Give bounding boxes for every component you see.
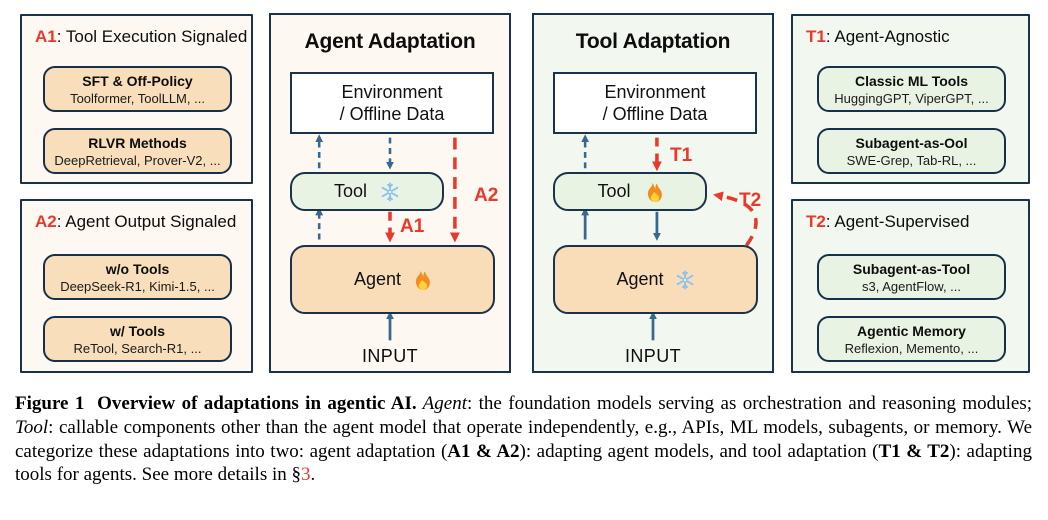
caption-text: . [310, 464, 316, 486]
method-box-examples: HuggingGPT, ViperGPT, ... [834, 91, 989, 106]
arrow-label-a1: A1 [400, 216, 425, 237]
method-box-title: Agentic Memory [857, 323, 966, 339]
method-box-title: SFT & Off-Policy [82, 73, 193, 89]
arrow-label-t2: T2 [739, 190, 762, 211]
caption-bold-t1t2: T1 & T2 [878, 440, 950, 462]
agent-label: Agent [616, 269, 664, 289]
arrow-label-a2: A2 [474, 185, 499, 206]
method-box-title: w/ Tools [110, 323, 165, 339]
agent-adaptation-diagram: Agent Adaptation Environment / Offline D… [269, 13, 511, 373]
method-box: SFT & Off-Policy Toolformer, ToolLLM, ..… [43, 66, 232, 112]
method-box-title: RLVR Methods [88, 135, 187, 151]
panel-a1-tool-execution-signaled: A1: Tool Execution Signaled SFT & Off-Po… [20, 14, 253, 184]
panel-a2-agent-output-signaled: A2: Agent Output Signaled w/o Tools Deep… [20, 199, 253, 373]
method-box: Agentic Memory Reflexion, Memento, ... [817, 316, 1006, 362]
environment-label-line2: / Offline Data [339, 104, 445, 124]
tool-label: Tool [597, 181, 631, 201]
caption-text: : callable components other than the age… [15, 416, 1032, 462]
environment-label-line2: / Offline Data [602, 104, 708, 124]
panel-heading: A1: Tool Execution Signaled [35, 27, 247, 47]
fire-icon [412, 269, 431, 291]
caption-term-agent: Agent [416, 393, 467, 414]
method-box-examples: Reflexion, Memento, ... [844, 341, 979, 356]
panel-t1-agent-agnostic: T1: Agent-Agnostic Classic ML Tools Hugg… [791, 14, 1030, 184]
environment-box: Environment / Offline Data [553, 72, 757, 134]
caption-text: ): adapting agent models, and tool adapt… [519, 440, 879, 462]
method-box: w/ Tools ReTool, Search-R1, ... [43, 316, 232, 362]
panel-heading: T1: Agent-Agnostic [806, 27, 950, 47]
method-box-examples: Toolformer, ToolLLM, ... [70, 91, 205, 106]
panel-title-text: : Agent-Supervised [825, 212, 970, 231]
method-box: Classic ML Tools HuggingGPT, ViperGPT, .… [817, 66, 1006, 112]
agent-label: Agent [353, 269, 402, 289]
arrows-layer [315, 134, 460, 341]
panel-title-text: : Agent Output Signaled [56, 212, 237, 231]
panel-id-badge: T1 [806, 27, 826, 46]
tool-label: Tool [333, 181, 368, 201]
environment-label-line1: Environment [604, 82, 706, 102]
environment-box: Environment / Offline Data [290, 72, 494, 134]
method-box-examples: DeepRetrieval, Prover-V2, ... [54, 153, 221, 168]
panel-id-badge: T2 [806, 212, 826, 231]
method-box-title: Subagent-as-Tool [852, 261, 971, 277]
tool-box: Tool [553, 172, 707, 211]
method-box-examples: DeepSeek-R1, Kimi-1.5, ... [60, 279, 215, 294]
method-box-title: Subagent-as-Ool [855, 135, 968, 151]
tool-adaptation-diagram: Tool Adaptation Environment / Offline Da… [532, 13, 774, 373]
diagram-title: Tool Adaptation [575, 30, 731, 53]
panel-id-badge: A2 [35, 212, 57, 231]
caption-text: : the foundation models serving as orche… [467, 393, 1032, 414]
caption-term-tool: Tool [15, 416, 49, 438]
method-box-title: Classic ML Tools [854, 73, 969, 89]
arrow-t2-agent-to-tool [713, 191, 758, 247]
snowflake-icon [380, 182, 400, 202]
agent-box: Agent [290, 245, 495, 314]
input-label: INPUT [625, 346, 681, 366]
method-box: Subagent-as-Ool SWE-Grep, Tab-RL, ... [817, 128, 1006, 174]
panel-title-text: : Tool Execution Signaled [56, 27, 248, 46]
input-label: INPUT [362, 346, 418, 366]
diagram-title: Agent Adaptation [304, 30, 476, 53]
snowflake-icon [675, 270, 695, 290]
agent-box: Agent [553, 245, 758, 314]
arrows-layer [581, 134, 758, 341]
panel-heading: T2: Agent-Supervised [806, 212, 970, 232]
figure-caption: Figure 1 Overview of adaptations in agen… [15, 392, 1032, 487]
method-box: Subagent-as-Tool s3, AgentFlow, ... [817, 254, 1006, 300]
method-box-title: w/o Tools [105, 261, 170, 277]
caption-heading: Figure 1 Overview of adaptations in agen… [15, 393, 417, 414]
caption-text: ): adapting tools for agents. See more d… [15, 440, 1032, 486]
caption-bold-a1a2: A1 & A2 [447, 440, 520, 462]
method-box-examples: s3, AgentFlow, ... [862, 279, 961, 294]
method-box: RLVR Methods DeepRetrieval, Prover-V2, .… [43, 128, 232, 174]
environment-label-line1: Environment [341, 82, 443, 102]
tool-box: Tool [290, 172, 444, 211]
panel-heading: A2: Agent Output Signaled [35, 212, 236, 232]
arrow-label-t1: T1 [670, 145, 693, 166]
method-box: w/o Tools DeepSeek-R1, Kimi-1.5, ... [43, 254, 232, 300]
panel-id-badge: A1 [35, 27, 57, 46]
panel-title-text: : Agent-Agnostic [825, 27, 950, 46]
panel-t2-agent-supervised: T2: Agent-Supervised Subagent-as-Tool s3… [791, 199, 1030, 373]
section-3-link[interactable]: 3 [301, 464, 311, 486]
method-box-examples: ReTool, Search-R1, ... [73, 341, 202, 356]
method-box-examples: SWE-Grep, Tab-RL, ... [846, 153, 977, 168]
fire-icon [644, 181, 663, 203]
